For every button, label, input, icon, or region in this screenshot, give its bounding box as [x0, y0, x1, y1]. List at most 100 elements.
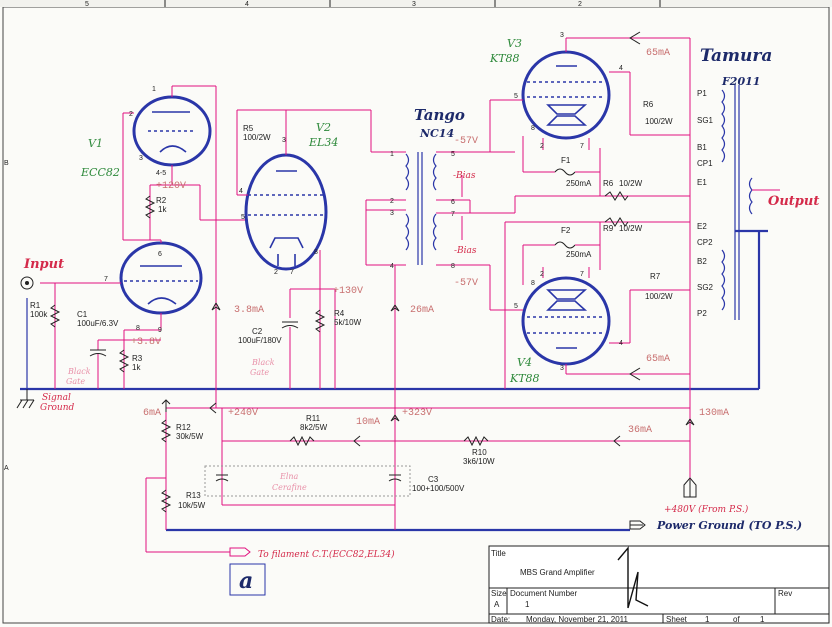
input-label: Input — [23, 257, 64, 272]
tango-transformer — [365, 151, 515, 408]
svg-text:2: 2 — [390, 198, 394, 205]
c36-label: 36mA — [628, 425, 652, 436]
out-pin-cp2: CP2 — [697, 238, 713, 247]
svg-text:8: 8 — [314, 249, 318, 256]
r2-value: 1k — [158, 205, 167, 214]
v240-label: +240V — [228, 408, 258, 419]
svg-text:4-5: 4-5 — [156, 170, 166, 177]
r9-value: 10/2W — [619, 224, 643, 233]
top-margin — [0, 0, 832, 7]
docnum-label: Document Number — [510, 589, 577, 598]
f1-ref: F1 — [561, 156, 571, 165]
tamura-model: F2011 — [721, 75, 760, 88]
out-pin-b1: B1 — [697, 143, 707, 152]
black-gate-1a: Black — [67, 367, 91, 376]
v3-wiring — [470, 31, 691, 214]
c10-label: 10mA — [356, 417, 380, 428]
r11-value: 8k2/5W — [300, 423, 328, 432]
c6-label: 6mA — [143, 408, 161, 419]
letter-box — [229, 563, 266, 596]
r7-value: 100/2W — [645, 292, 673, 301]
title-block — [488, 545, 830, 624]
out-pin-p1: P1 — [697, 89, 707, 98]
v1-ref: V1 — [88, 137, 103, 150]
out-pin-sg1: SG1 — [697, 116, 714, 125]
svg-text:4: 4 — [619, 65, 623, 72]
bias-bottom-label: -Bias — [454, 246, 477, 256]
out-pin-sg2: SG2 — [697, 283, 714, 292]
out-pin-p2: P2 — [697, 309, 707, 318]
f2-ref: F2 — [561, 226, 571, 235]
c1-value: 100uF/6.3V — [77, 319, 119, 328]
border-col-2: 2 — [578, 1, 582, 8]
size-label: Size — [491, 589, 507, 598]
c3_8-label: 3.8mA — [234, 305, 264, 316]
r6a-ref: R6 — [643, 100, 654, 109]
r13-value: 10k/5W — [178, 501, 206, 510]
svg-text:7: 7 — [290, 269, 294, 276]
svg-text:2: 2 — [274, 269, 278, 276]
r12-value: 30k/5W — [176, 432, 204, 441]
sheets-value: 1 — [760, 615, 765, 624]
title-value: MBS Grand Amplifier — [520, 568, 595, 577]
svg-text:5: 5 — [241, 214, 245, 221]
c1-ref: C1 — [77, 310, 88, 319]
tango-brand: Tango — [414, 106, 465, 124]
cerafine-label: Cerafine — [272, 483, 307, 492]
c3-ref: C3 — [428, 475, 439, 484]
svg-text:5: 5 — [514, 93, 518, 100]
r3-value: 1k — [132, 363, 141, 372]
r7-ref: R7 — [650, 272, 661, 281]
border-col-3: 3 — [412, 1, 416, 8]
c3-value: 100+100/500V — [412, 484, 465, 493]
r10-ref: R10 — [472, 448, 487, 457]
neg57-bot: -57V — [454, 278, 478, 289]
svg-text:8: 8 — [531, 125, 535, 132]
hv-in-label: +480V (From P.S.) — [664, 504, 749, 515]
filament-label: To filament C.T.(ECC82,EL34) — [258, 549, 395, 560]
svg-text:7: 7 — [104, 276, 108, 283]
tube-v4 — [521, 276, 611, 366]
sheet-value: 1 — [705, 615, 710, 624]
svg-text:8: 8 — [531, 280, 535, 287]
out-pin-cp1: CP1 — [697, 159, 713, 168]
f2-value: 250mA — [566, 250, 592, 259]
svg-text:5: 5 — [514, 303, 518, 310]
svg-text:3: 3 — [139, 155, 143, 162]
signal-ground-label-1: Signal — [42, 393, 71, 403]
svg-text:6: 6 — [451, 199, 455, 206]
svg-text:3: 3 — [560, 365, 564, 372]
r13-ref: R13 — [186, 491, 201, 500]
docnum-value: 1 — [525, 600, 530, 609]
svg-text:7: 7 — [580, 271, 584, 278]
size-value: A — [494, 600, 500, 609]
v1-type: ECC82 — [80, 166, 120, 179]
r11-ref: R11 — [306, 414, 321, 423]
neg57-top: -57V — [454, 136, 478, 147]
svg-text:4: 4 — [390, 263, 394, 270]
title-label: Title — [491, 549, 506, 558]
v130-label: +130V — [333, 286, 363, 297]
border-row-b: B — [4, 160, 9, 167]
out-pin-e2: E2 — [697, 222, 707, 231]
sheet-label: Sheet — [666, 615, 688, 624]
svg-text:3: 3 — [560, 32, 564, 39]
r2-ref: R2 — [156, 196, 167, 205]
tamura-transformer — [721, 85, 780, 320]
out-pin-e1: E1 — [697, 178, 707, 187]
r4-ref: R4 — [334, 309, 345, 318]
svg-text:4: 4 — [619, 340, 623, 347]
border-row-a: A — [4, 465, 9, 472]
svg-text:2: 2 — [129, 111, 133, 118]
f1-value: 250mA — [566, 179, 592, 188]
svg-text:8: 8 — [136, 325, 140, 332]
input-jack — [20, 276, 34, 290]
power-ground-label: Power Ground (TO P.S.) — [656, 519, 802, 532]
power-ground-bus — [166, 520, 646, 532]
v3-type: KT88 — [489, 52, 520, 65]
c130-label: 130mA — [699, 408, 729, 419]
svg-text:6: 6 — [158, 251, 162, 258]
svg-text:7: 7 — [580, 143, 584, 150]
